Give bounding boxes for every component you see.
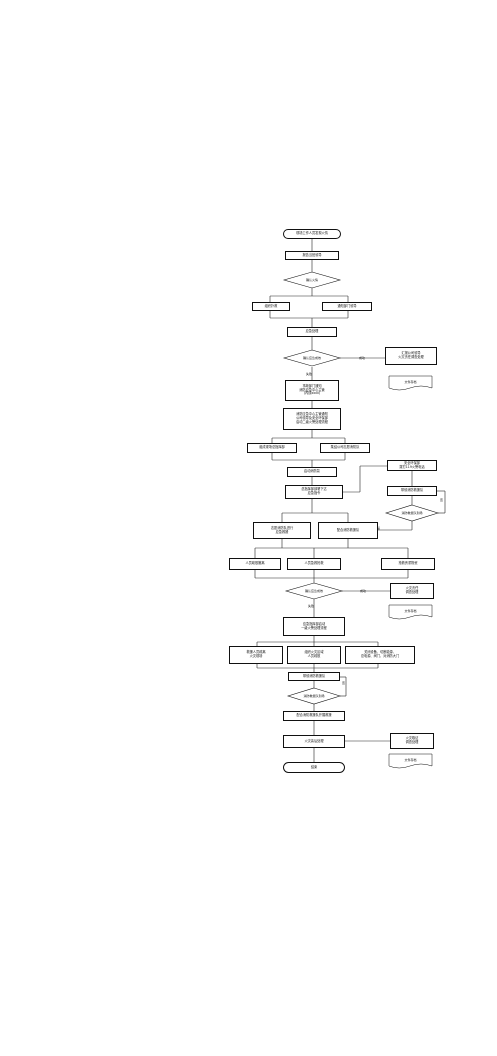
confirm-ok-decision-1: 确认应急成效 [302, 356, 321, 360]
investigation-box-2: 火灾取证 调查处理 [390, 733, 434, 749]
organize-evac-box: 救援人员疏离 火灾现场 [229, 646, 283, 664]
shutdown-box: 关闭设备、切断能源、 总电源、阀门、对消防大门 [345, 646, 415, 664]
emergency-command-box: 应急指挥部启动 一级火警处理流程 [283, 617, 345, 636]
yes-label-1: 是 [377, 526, 381, 530]
brigade-arrive-decision-2: 消防救援队到场 [303, 694, 325, 698]
field-command-box: 组成现场总指挥部 [247, 443, 297, 453]
cooperate-box: 配合消防救援队开展救援 [283, 711, 345, 721]
notify-dept-box: 通知部门领导 [322, 302, 372, 311]
mobilize-team-box: 集结公司志愿消防队 [320, 443, 370, 453]
success-label-1: 成功 [359, 356, 366, 360]
file-archive-3: 文件存档 [404, 757, 417, 762]
end-node: 结束 [283, 762, 345, 773]
start-fire-pump-box: 启动消防泵 [287, 467, 337, 477]
command-order-box: 总指挥部部署下达 应急指令 [285, 485, 343, 499]
file-archive-2: 文件存档 [404, 608, 417, 613]
no-label-1: 否 [440, 498, 444, 502]
report-leader-box: 报告当班领导 [285, 251, 339, 260]
confirm-ok-decision-2: 确认应急成效 [304, 589, 323, 593]
fail-label-1: 失败 [306, 372, 313, 376]
isolate-box: 组织火灾区域 人员疏散 [287, 646, 341, 664]
safety-call-box: 安全环保部 拨打119火警电话 [387, 460, 437, 471]
evacuation-box: 人员疏散撤离 [229, 558, 281, 570]
success-label-2: 成功 [360, 589, 367, 593]
confirm-fire-decision: 确认火情 [305, 278, 318, 282]
organize-fight-box: 组织扑救 [252, 302, 290, 311]
volunteer-action-box: 志愿消防队进行 应急救援 [253, 522, 311, 539]
fire-control-box: 火灾善后处理 [283, 735, 345, 748]
notify-center-box: 事故部门通知 消防应急中心主管 (内线xxxx) [285, 380, 339, 401]
guide-brigade-box: 带领消防救援队 [387, 486, 437, 496]
investigation-box: 火灾责任 调查处理 [390, 583, 434, 599]
no-label-2: 否 [342, 681, 346, 685]
fail-label-2: 失败 [308, 604, 315, 608]
report-company-box: 汇报公司领导 火灾责任调查处理 [385, 347, 437, 365]
file-archive-1: 文件存档 [404, 379, 417, 384]
start-node: 现场工作人员发现火情 [283, 229, 341, 239]
emergency-handling-box: 应急处理 [287, 327, 337, 337]
material-transfer-box: 抢救贵重物资 [381, 558, 435, 570]
assist-brigade-box: 配合消防救援队 [318, 522, 378, 539]
brigade-arrive-decision-1: 消防救援队到场 [401, 511, 423, 515]
guide-brigade-box-2: 带领消防救援队 [288, 672, 340, 681]
rescue-box: 人员急救抢救 [287, 558, 341, 570]
center-notify-box: 消防应急中心主管通知 公司领导及安全环保部 启动二级火警处理流程 [283, 408, 341, 430]
